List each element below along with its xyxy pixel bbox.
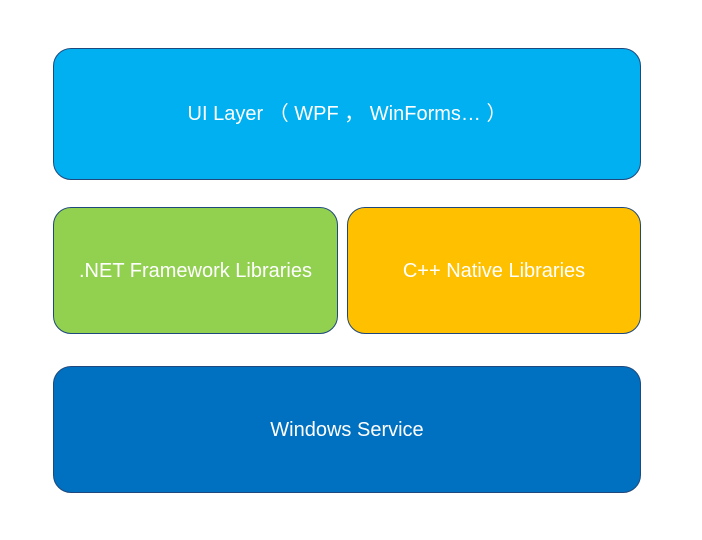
box-cpp-native-libraries-label: C++ Native Libraries [402,259,586,282]
box-ui-layer-label: UI Layer （ WPF ， WinForms… ） [187,103,507,125]
box-windows-service: Windows Service [53,366,641,493]
box-windows-service-label: Windows Service [270,418,424,441]
box-cpp-native-libraries: C++ Native Libraries [347,207,641,334]
box-dotnet-framework-libraries-label: .NET Framework Libraries [78,259,313,282]
box-ui-layer: UI Layer （ WPF ， WinForms… ） [53,48,641,180]
box-dotnet-framework-libraries: .NET Framework Libraries [53,207,338,334]
